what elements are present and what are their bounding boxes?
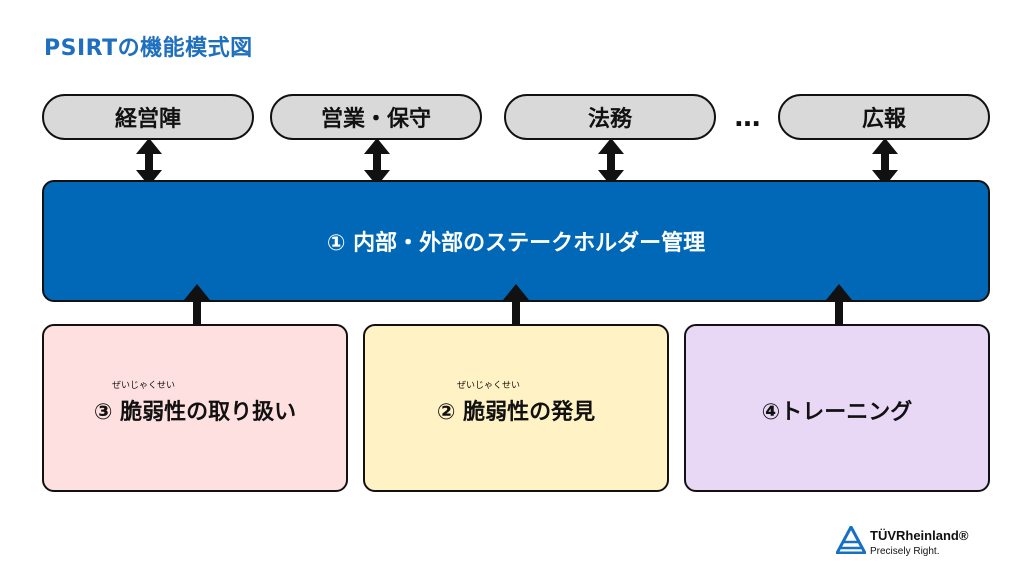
stakeholder-box-management: 経営陣 [42, 94, 254, 140]
stakeholder-box-sales-maintenance: 営業・保守 [270, 94, 482, 140]
logo-name: TÜVRheinland® [870, 528, 969, 543]
logo-tagline: Precisely Right. [870, 546, 940, 557]
ruby-reading: ぜいじゃくせい [457, 381, 521, 391]
stakeholder-management-box: ① 内部・外部のステークホルダー管理 [42, 180, 990, 302]
double-arrow-icon [872, 138, 898, 186]
vulnerability-handling-box: ぜいじゃくせい ③ 脆弱性の取り扱い [42, 324, 348, 492]
stakeholder-box-pr: 広報 [778, 94, 990, 140]
company-logo: TÜVRheinland® Precisely Right. [836, 526, 996, 566]
double-arrow-icon [136, 138, 162, 186]
training-box: ④トレーニング [684, 324, 990, 492]
vulnerability-handling-label: ③ 脆弱性の取り扱い [93, 400, 297, 425]
vulnerability-discovery-label: ② 脆弱性の発見 [436, 400, 596, 425]
training-label: ④トレーニング [761, 400, 913, 425]
triangle-logo-icon [836, 526, 866, 554]
ruby-reading: ぜいじゃくせい [112, 381, 176, 391]
ellipsis: … [734, 103, 762, 133]
stakeholder-management-label: ① 内部・外部のステークホルダー管理 [326, 231, 706, 256]
double-arrow-icon [598, 138, 624, 186]
vulnerability-discovery-box: ぜいじゃくせい ② 脆弱性の発見 [363, 324, 669, 492]
diagram-title: PSIRTの機能模式図 [44, 36, 253, 61]
stakeholder-box-legal: 法務 [504, 94, 716, 140]
double-arrow-icon [364, 138, 390, 186]
